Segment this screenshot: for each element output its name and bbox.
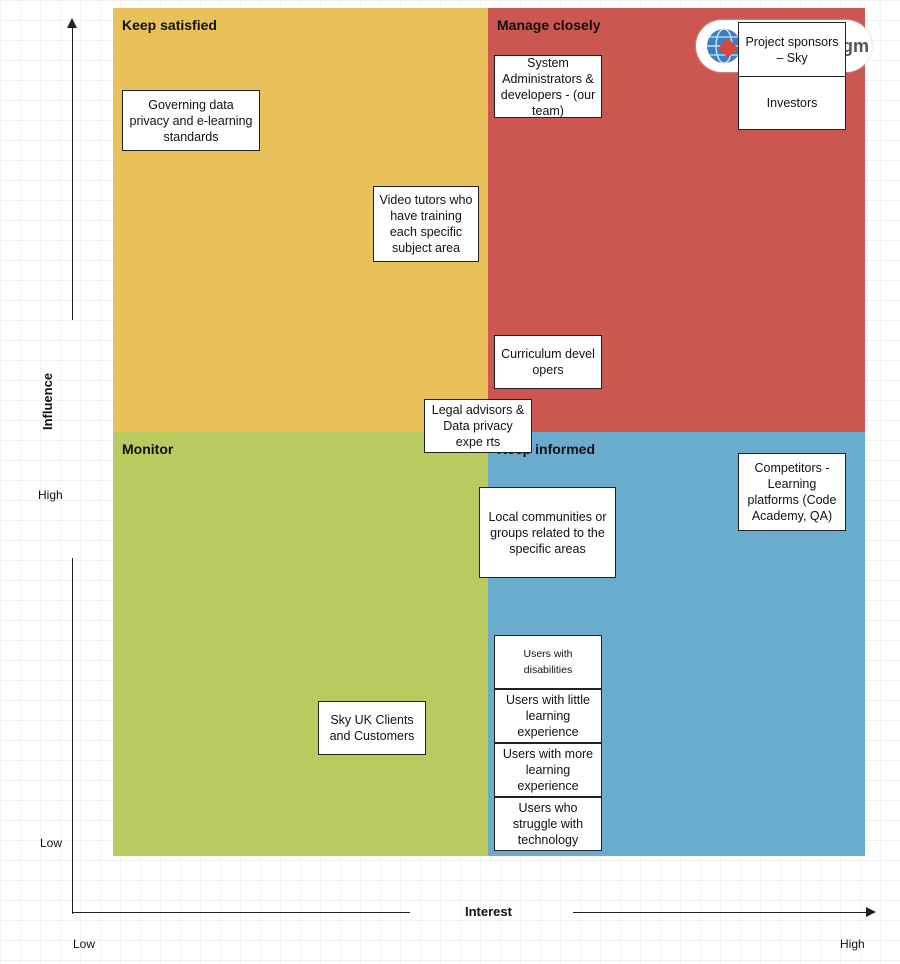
y-axis-line-lower: [72, 558, 73, 914]
y-axis-high-label: High: [38, 488, 63, 502]
x-axis-title: Interest: [465, 904, 512, 919]
y-axis-line-upper: [72, 24, 73, 320]
card-text: Users with more learning experience: [502, 747, 594, 793]
stakeholder-card-video-tutors[interactable]: Video tutors who have training each spec…: [373, 186, 479, 262]
card-text: Video tutors who have training each spec…: [379, 193, 473, 255]
card-text: System Administrators & developers - (ou…: [500, 55, 596, 118]
card-text: Governing data privacy and e-learning st…: [129, 97, 253, 144]
stakeholder-card-little-experience[interactable]: Users with little learning experience: [494, 689, 602, 743]
x-axis-high-label: High: [840, 937, 865, 951]
stakeholder-card-more-experience[interactable]: Users with more learning experience: [494, 743, 602, 797]
y-axis-arrow-icon: [67, 18, 77, 28]
quadrant-monitor: [113, 432, 488, 856]
quadrant-title-keep-satisfied: Keep satisfied: [122, 17, 217, 33]
x-axis-line-left: [72, 912, 410, 913]
stakeholder-card-governing[interactable]: Governing data privacy and e-learning st…: [122, 90, 260, 151]
stakeholder-card-competitors[interactable]: Competitors - Learning platforms (Code A…: [738, 453, 846, 531]
stakeholder-card-curriculum[interactable]: Curriculum devel opers: [494, 335, 602, 389]
stakeholder-card-sky-clients[interactable]: Sky UK Clients and Customers: [318, 701, 426, 755]
card-text: Curriculum devel opers: [501, 347, 595, 377]
stakeholder-card-local-communities[interactable]: Local communities or groups related to t…: [479, 487, 616, 578]
card-text: Users who struggle with technology: [512, 801, 584, 847]
stakeholder-card-struggle-technology[interactable]: Users who struggle with technology: [494, 797, 602, 851]
quadrant-title-manage-closely: Manage closely: [497, 17, 601, 33]
card-text: Users with disabilities: [523, 648, 573, 676]
stakeholder-card-disabilities[interactable]: Users with disabilities: [494, 635, 602, 689]
globe-icon: [707, 28, 741, 64]
x-axis-arrow-icon: [866, 907, 876, 917]
stakeholder-card-sysadmins[interactable]: System Administrators & developers - (ou…: [494, 55, 602, 118]
logo-text: gm: [842, 36, 869, 56]
stakeholder-card-legal[interactable]: Legal advisors & Data privacy expe rts: [424, 399, 532, 453]
stakeholder-card-investors[interactable]: Investors: [738, 76, 846, 130]
card-text: Users with little learning experience: [505, 693, 591, 739]
card-text: Local communities or groups related to t…: [488, 509, 607, 556]
card-text: Investors: [766, 96, 818, 110]
card-text: Legal advisors & Data privacy expe rts: [431, 403, 525, 449]
card-text: Competitors - Learning platforms (Code A…: [747, 461, 837, 523]
x-axis-low-label: Low: [73, 937, 96, 951]
quadrant-title-monitor: Monitor: [122, 441, 174, 457]
stakeholder-card-project-sponsors[interactable]: Project sponsors – Sky: [738, 22, 846, 77]
y-axis-low-label: Low: [40, 836, 63, 850]
card-text: Project sponsors – Sky: [745, 34, 839, 65]
x-axis-line-right: [573, 912, 868, 913]
card-text: Sky UK Clients and Customers: [329, 713, 415, 743]
y-axis-title: Influence: [40, 372, 55, 430]
